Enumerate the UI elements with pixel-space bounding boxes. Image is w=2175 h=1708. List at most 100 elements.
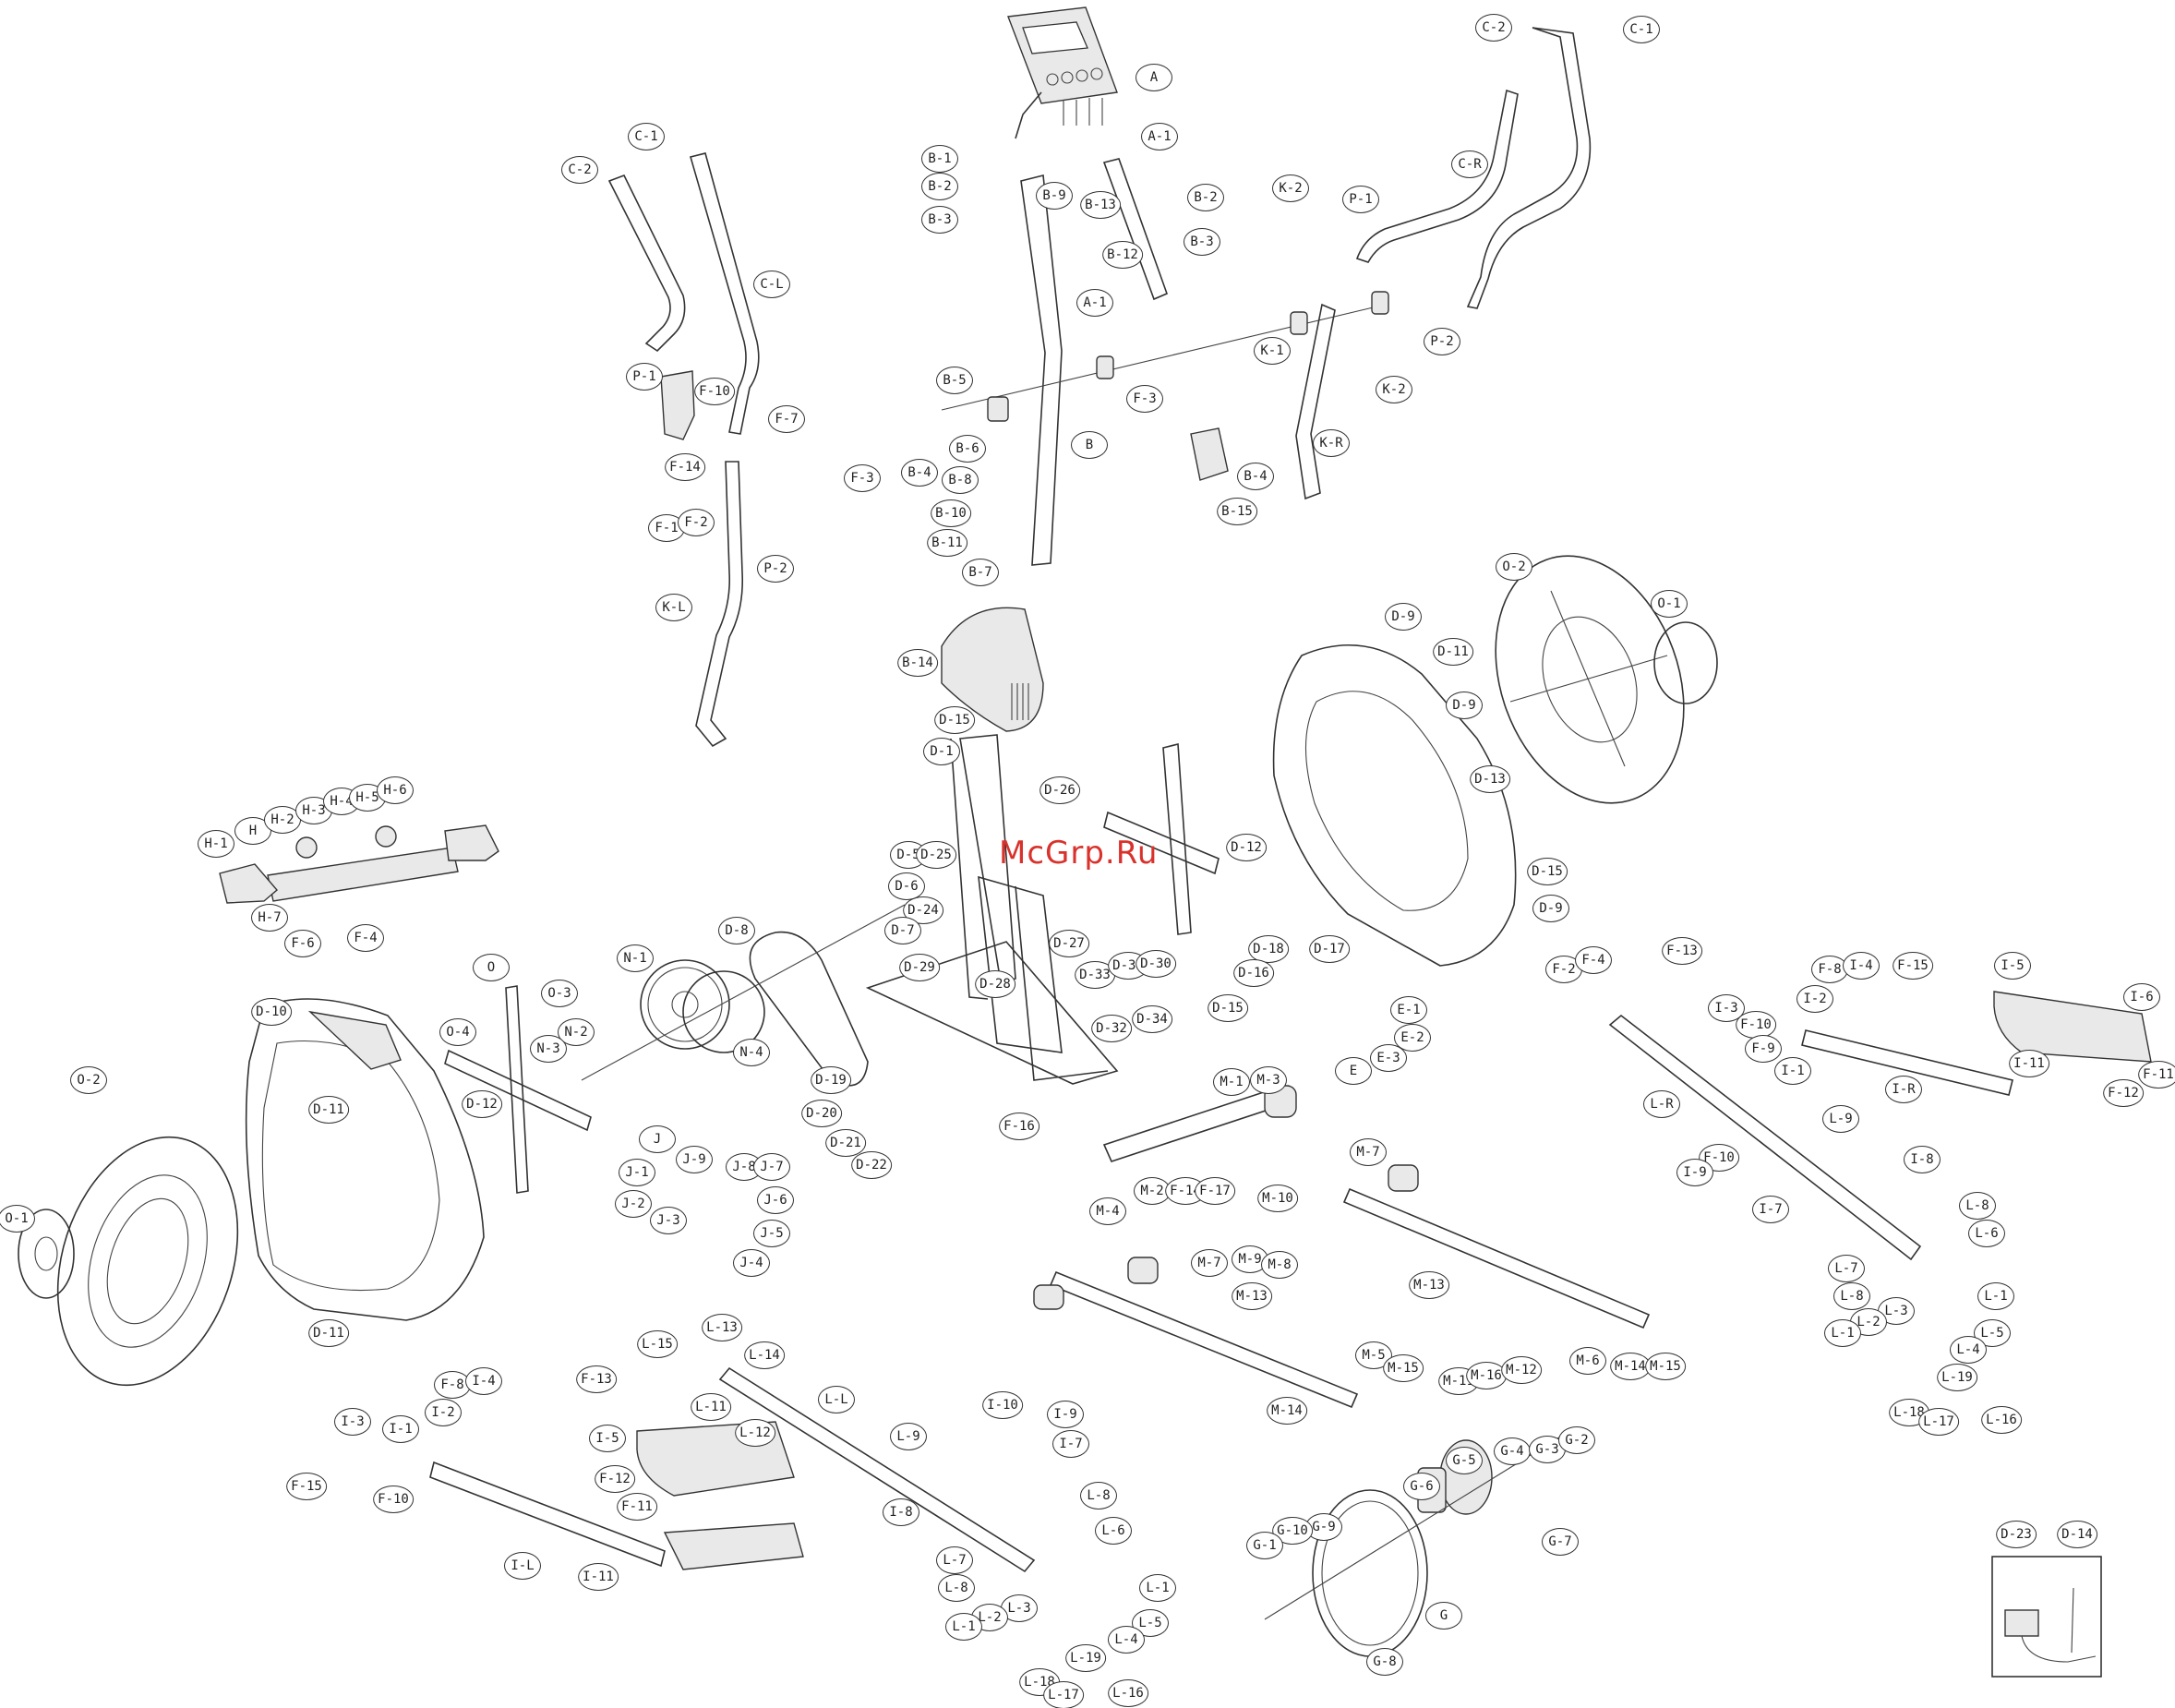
- callout-l-19: L-19: [1937, 1364, 1977, 1391]
- callout-d-29: D-29: [899, 954, 940, 981]
- callout-j-5: J-5: [753, 1220, 790, 1247]
- callout-d-10: D-10: [251, 998, 292, 1026]
- callout-l-8-c: L-8: [1080, 1482, 1117, 1510]
- callout-b-8: B-8: [942, 466, 979, 494]
- pedal-i5-right: [1993, 991, 2152, 1063]
- callout-d-11-c: D-11: [308, 1319, 349, 1347]
- callout-f-10: F-10: [694, 378, 735, 405]
- callout-j-9: J-9: [676, 1146, 713, 1173]
- callout-l-1-d: L-1: [945, 1613, 982, 1641]
- callout-l-7: L-7: [1828, 1255, 1865, 1282]
- callout-k-l: K-L: [655, 594, 692, 621]
- callout-b-10: B-10: [931, 499, 971, 527]
- callout-d-9-c: D-9: [1532, 895, 1569, 922]
- callout-m-1: M-1: [1213, 1068, 1250, 1096]
- callout-m-6: M-6: [1569, 1347, 1606, 1375]
- callout-i-1-left: I-1: [382, 1415, 419, 1443]
- callout-d-11: D-11: [1433, 638, 1473, 666]
- callout-m-15: M-15: [1645, 1353, 1686, 1380]
- lever-kr: [1295, 303, 1336, 500]
- rear-stabilizer-m: [1033, 1085, 1651, 1409]
- callout-l-6-left: L-6: [1095, 1517, 1132, 1545]
- belt-d8: [749, 931, 869, 1087]
- callout-b-6: B-6: [949, 435, 986, 463]
- callout-b-12: B-12: [1102, 241, 1143, 269]
- callout-d-14: D-14: [2057, 1521, 2097, 1548]
- callout-b: B: [1071, 431, 1108, 459]
- callout-j-2: J-2: [615, 1190, 652, 1218]
- callout-i-10: I-10: [982, 1391, 1023, 1419]
- callout-k-r: K-R: [1313, 429, 1350, 457]
- callout-n-4: N-4: [733, 1039, 770, 1066]
- callout-f-11: F-11: [2138, 1061, 2175, 1089]
- callout-d-32: D-32: [1091, 1015, 1132, 1042]
- callout-m-8: M-8: [1261, 1251, 1298, 1279]
- callout-f-14: F-14: [665, 453, 705, 481]
- callout-j-7: J-7: [753, 1153, 790, 1181]
- callout-o-1: O-1: [1651, 590, 1688, 618]
- callout-d-6: D-6: [888, 872, 925, 900]
- callout-l-1-c: L-1: [1139, 1574, 1176, 1602]
- callout-i-11-left: I-11: [578, 1563, 619, 1591]
- callout-n-1: N-1: [617, 944, 654, 972]
- callout-p-2: P-2: [1424, 328, 1460, 355]
- callout-m-16: M-16: [1466, 1362, 1507, 1389]
- callout-m-13-b: M-13: [1232, 1282, 1272, 1310]
- callout-g-3: G-3: [1529, 1436, 1566, 1463]
- callout-f-3-b: F-3: [844, 464, 881, 492]
- callout-d-15-b: D-15: [934, 706, 975, 734]
- callout-n-3: N-3: [530, 1035, 567, 1063]
- callout-d-8: D-8: [718, 917, 755, 944]
- callout-a-1-b: A-1: [1076, 289, 1113, 317]
- callout-b-3-right: B-3: [1184, 228, 1220, 256]
- callout-f-16: F-16: [999, 1113, 1039, 1140]
- callout-b-2-right: B-2: [1187, 184, 1224, 211]
- callout-d-15-c: D-15: [1208, 994, 1248, 1022]
- callout-f-4: F-4: [347, 924, 384, 952]
- callout-i-8: I-8: [1904, 1146, 1941, 1173]
- callout-f-3: F-3: [1126, 385, 1163, 413]
- callout-c-2: C-2: [1475, 14, 1512, 42]
- callout-d-7: D-7: [884, 917, 921, 944]
- callout-o-2-left: O-2: [70, 1066, 107, 1094]
- callout-l-16: L-16: [1981, 1406, 2022, 1434]
- watermark-text: McGrp.Ru: [999, 835, 1159, 872]
- callout-k-2: K-2: [1272, 174, 1309, 202]
- callout-l-13: L-13: [702, 1314, 742, 1341]
- flywheel-g: [1264, 1430, 1570, 1657]
- callout-d-24: D-24: [903, 896, 943, 924]
- lever-kl: [695, 461, 744, 748]
- callout-l-9-left: L-9: [890, 1423, 927, 1450]
- callout-j-8: J-8: [726, 1153, 763, 1181]
- callout-l-1-b: L-1: [1824, 1319, 1861, 1347]
- callout-h-1: H-1: [198, 830, 234, 858]
- callout-f-10-left: F-10: [373, 1485, 414, 1513]
- callout-d-27: D-27: [1049, 930, 1089, 957]
- callout-f-12: F-12: [2103, 1079, 2144, 1107]
- pulley-n1: [640, 959, 765, 1053]
- callout-b-5: B-5: [936, 367, 973, 394]
- callout-b-9: B-9: [1036, 182, 1073, 210]
- callout-m-10: M-10: [1257, 1185, 1298, 1212]
- callout-o: O: [473, 954, 510, 981]
- callout-f-8: F-8: [1811, 956, 1848, 983]
- callout-g-5: G-5: [1446, 1447, 1483, 1474]
- callout-d-19: D-19: [811, 1066, 851, 1094]
- console-a: [1007, 6, 1118, 139]
- callout-h-2: H-2: [264, 806, 301, 834]
- callout-d-21: D-21: [825, 1129, 866, 1157]
- callout-c-2-left: C-2: [561, 156, 598, 184]
- callout-i-7: I-7: [1752, 1196, 1789, 1223]
- callout-h-7: H-7: [251, 904, 288, 932]
- callout-l-2: L-2: [1850, 1308, 1887, 1336]
- callout-p-2-left: P-2: [757, 555, 794, 583]
- disc-left: [18, 1136, 239, 1387]
- callout-b-3: B-3: [921, 206, 958, 234]
- stabilizer-h: [219, 824, 499, 904]
- callout-d-22: D-22: [851, 1151, 892, 1179]
- callout-b-4: B-4: [901, 459, 938, 487]
- callout-l-6: L-6: [1968, 1220, 2005, 1247]
- callout-d-18: D-18: [1248, 935, 1289, 963]
- callout-f-9: F-9: [1745, 1035, 1782, 1063]
- callout-f-10-c: F-10: [1699, 1144, 1739, 1172]
